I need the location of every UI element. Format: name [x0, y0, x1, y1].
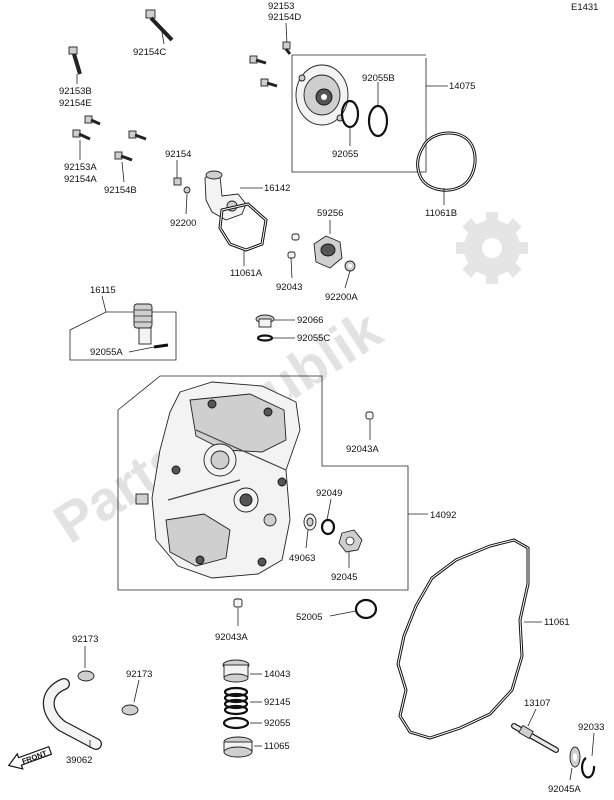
label-92154: 92154	[165, 149, 191, 160]
gasket-11061b	[416, 131, 477, 192]
label-92154d: 92154D	[268, 12, 301, 23]
label-39062: 39062	[66, 755, 92, 766]
shaft-13107	[511, 723, 559, 753]
label-92153: 92153	[268, 1, 294, 12]
label-92173-b: 92173	[126, 669, 152, 680]
label-92153b: 92153B	[59, 86, 92, 97]
o-ring-92055a	[153, 343, 169, 349]
o-ring-92055b	[367, 104, 389, 138]
label-92153a: 92153A	[64, 162, 97, 173]
seal-92049	[320, 518, 336, 536]
impeller-59256	[313, 235, 343, 269]
bolts-pump-group	[249, 55, 278, 88]
o-ring-92055c	[256, 334, 274, 342]
diagram-code: E1431	[571, 2, 598, 13]
filter-cap-11065	[223, 736, 253, 758]
label-92043: 92043	[276, 282, 302, 293]
label-92055c: 92055C	[297, 333, 330, 344]
box-16115	[69, 311, 177, 361]
label-11065: 11065	[264, 741, 290, 752]
label-92173-a: 92173	[72, 634, 98, 645]
label-11061: 11061	[544, 617, 570, 628]
gasket-11061	[396, 538, 530, 740]
label-92066: 92066	[297, 315, 323, 326]
gasket-11061a	[218, 202, 268, 252]
label-92043a-top: 92043A	[346, 444, 379, 455]
o-ring-92055-bottom	[222, 716, 250, 730]
water-pump-assembly-14075	[291, 54, 448, 173]
dowel-92043a-top	[365, 411, 374, 420]
label-14092: 14092	[430, 510, 456, 521]
oil-filter-part-16115	[133, 303, 153, 345]
bolt-92154	[173, 177, 182, 186]
front-label: FRONT	[21, 748, 49, 765]
clamp-92173-a	[77, 670, 95, 682]
label-92055b: 92055B	[362, 73, 395, 84]
label-13107: 13107	[524, 698, 550, 709]
label-14043: 14043	[264, 669, 290, 680]
watermark-gear-icon	[456, 212, 528, 284]
spring-92145	[223, 686, 249, 716]
cap-14043	[222, 659, 250, 683]
plug-left	[135, 493, 149, 505]
bolt-92153b	[68, 46, 82, 75]
label-92033: 92033	[578, 722, 604, 733]
label-92154c: 92154C	[133, 47, 166, 58]
bolt-92154b-upper	[128, 130, 147, 141]
label-16142: 16142	[264, 183, 290, 194]
label-92045a: 92045A	[548, 784, 581, 795]
label-92045: 92045	[331, 572, 357, 583]
label-92145: 92145	[264, 697, 290, 708]
label-49063: 49063	[289, 553, 315, 564]
crankcase-cover-14092	[151, 381, 301, 579]
label-92055-bottom: 92055	[264, 718, 290, 729]
box-14092	[117, 375, 409, 591]
water-pump-body	[295, 64, 349, 126]
thermostat-cover-16142	[204, 170, 247, 221]
label-92200: 92200	[170, 218, 196, 229]
dowel-92043	[287, 251, 296, 259]
label-92200a: 92200A	[325, 292, 358, 303]
circlip-92033	[580, 757, 596, 779]
plug-92066	[255, 314, 275, 328]
label-11061b: 11061B	[425, 208, 457, 219]
label-92055a: 92055A	[90, 347, 123, 358]
o-ring-92055	[340, 99, 360, 129]
bolt-92154d	[282, 41, 292, 55]
o-ring-52005	[354, 598, 378, 620]
label-92055: 92055	[332, 149, 358, 160]
bolt-92153a	[84, 115, 101, 126]
clamp-92173-b	[121, 704, 139, 716]
label-92154a: 92154A	[64, 174, 97, 185]
label-59256: 59256	[317, 208, 343, 219]
label-16115: 16115	[90, 285, 116, 296]
dowel-92043-upper	[291, 233, 300, 241]
label-92154e: 92154E	[59, 98, 92, 109]
nut-92045	[338, 529, 363, 553]
bolt-92154a	[72, 129, 91, 141]
label-92043a-bottom: 92043A	[215, 632, 248, 643]
label-11061a: 11061A	[230, 268, 263, 279]
bolt-92154c	[145, 9, 174, 42]
washer-92200	[183, 186, 191, 194]
label-52005: 52005	[296, 612, 322, 623]
washer-92045a	[569, 746, 581, 768]
front-arrow-icon: FRONT	[7, 745, 53, 770]
bolt-92154b	[114, 151, 133, 162]
label-92154b: 92154B	[104, 185, 137, 196]
hose-39062	[42, 678, 102, 750]
label-92049: 92049	[316, 488, 342, 499]
dowel-92043a-bottom	[233, 598, 243, 608]
label-14075: 14075	[449, 81, 475, 92]
